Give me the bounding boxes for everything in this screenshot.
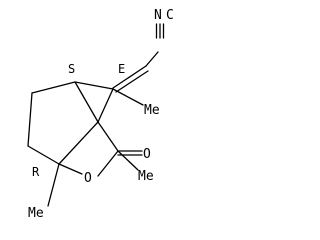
bond-ring-a [74, 81, 114, 90]
stereo-label-alkene: E [118, 62, 125, 76]
atom-label-nitrile-carbon: C [166, 8, 174, 23]
bond-ring-c [27, 92, 33, 147]
atom-label-nitrile: N [154, 8, 162, 23]
bond-cn-to-alkene [145, 51, 159, 67]
bond-alkene-a [112, 65, 147, 89]
atom-label-methyl-top: Me [144, 103, 160, 118]
bond-ring-d [27, 145, 60, 165]
bond-methyl-right [117, 150, 139, 171]
stereo-label-chiral-bottom: R [32, 165, 40, 179]
chemical-structure-diagram: N C Me O Me O Me S E R [27, 8, 174, 221]
bond-ring-b [31, 81, 76, 94]
atom-label-oxygen-bridge: O [84, 171, 92, 186]
bond-methyl-bottom [47, 163, 60, 207]
bond-bridge-to-o [58, 163, 83, 175]
atom-label-layer: N C Me O Me O Me [28, 8, 174, 221]
bond-alkene-b [115, 70, 149, 93]
stereo-label-layer: S E R [32, 62, 125, 179]
atom-label-oxygen-ketone: O [143, 147, 151, 162]
atom-label-methyl-bottom: Me [28, 206, 44, 221]
bond-ring-g [58, 121, 99, 165]
bond-o-to-bridge [97, 150, 119, 177]
bond-ring-f [97, 88, 114, 123]
bond-ketone-a [97, 121, 119, 152]
bond-methyl-top [112, 88, 144, 106]
bond-layer [27, 23, 165, 207]
atom-label-methyl-right: Me [138, 169, 154, 184]
stereo-label-chiral-top: S [68, 62, 75, 76]
bond-ring-e [74, 81, 99, 123]
